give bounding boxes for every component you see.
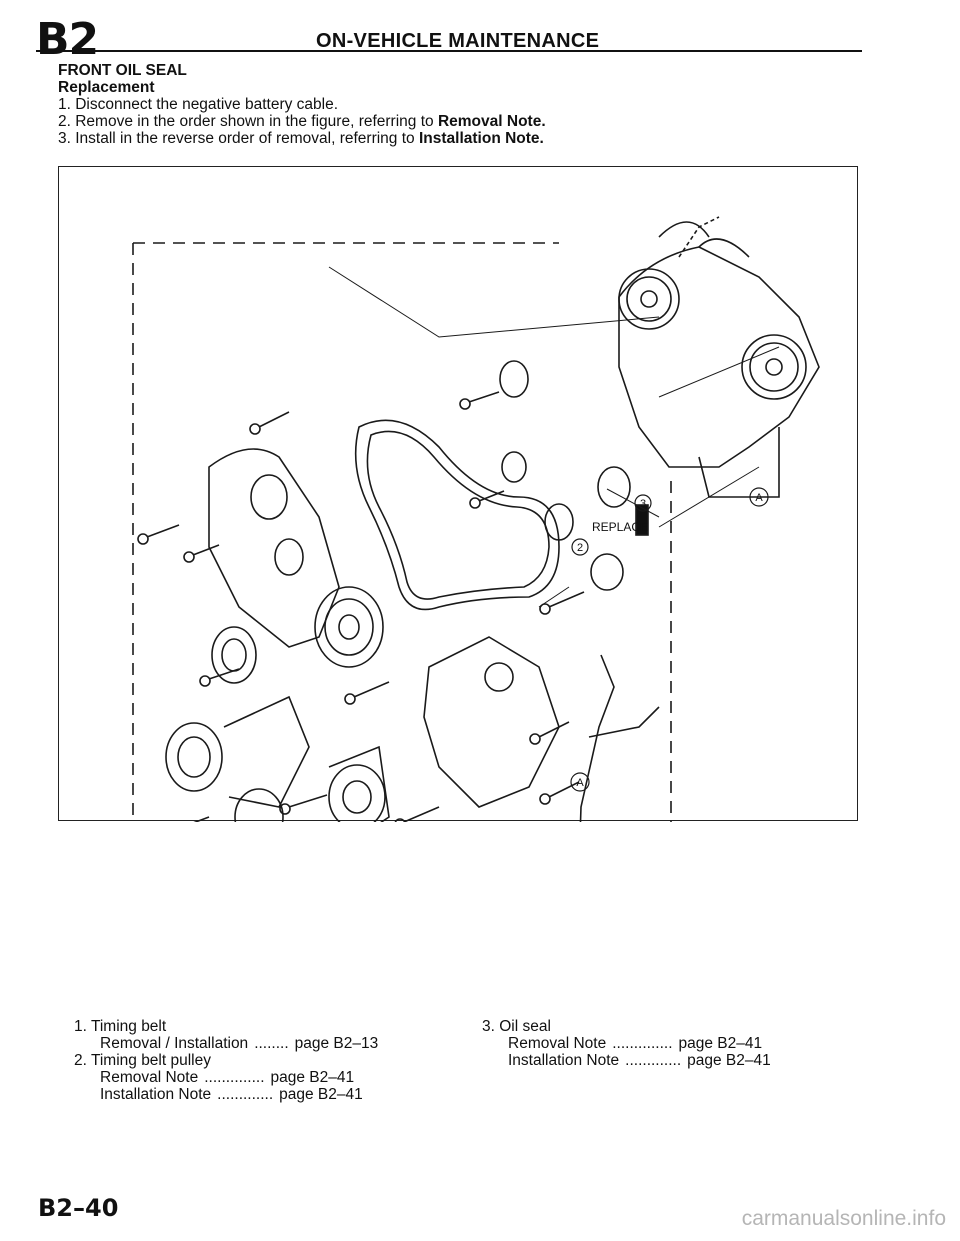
legend-right: 3. Oil seal Removal Note.............. pa… (482, 1018, 771, 1069)
callout-2: 2 (571, 538, 589, 556)
callout-a-upper: A (749, 487, 769, 507)
watermark: carmanualsonline.info (741, 1207, 946, 1230)
timing-belt-pulley (544, 466, 649, 591)
ref-name: Removal Note (508, 1035, 607, 1052)
step-1: 1. Disconnect the negative battery cable… (58, 96, 339, 113)
section-heading: FRONT OIL SEAL (58, 62, 187, 79)
legend-item-2: 2. Timing belt pulley (74, 1052, 211, 1069)
exploded-view-figure: 1 2 3 A A REPLACE (58, 166, 858, 822)
callout-a-lower-label: A (576, 777, 584, 789)
upper-idler (499, 360, 529, 483)
ref-name: Removal Note (100, 1069, 199, 1086)
bolts (137, 391, 585, 822)
step-3: 3. Install in the reverse order of remov… (58, 130, 546, 147)
leader-lines (328, 266, 780, 528)
ref-dots: ............. (625, 1052, 682, 1069)
engine-block (618, 216, 820, 498)
ref-dots: .............. (204, 1069, 265, 1086)
legend-item-1-ref: Removal / Installation........ page B2–13 (74, 1035, 378, 1052)
lower-timing-cover (423, 636, 560, 808)
intro-block: FRONT OIL SEAL Replacement 1. Disconnect… (58, 62, 546, 147)
page-title: ON-VEHICLE MAINTENANCE (316, 30, 600, 52)
legend-item-2-ref-1: Removal Note.............. page B2–41 (74, 1069, 378, 1086)
removal-note-ref: Removal Note. (437, 113, 546, 130)
legend-item-3: 3. Oil seal (482, 1018, 551, 1035)
crankshaft-pulley (314, 586, 384, 668)
ref-page: page B2–13 (294, 1035, 379, 1052)
ref-page: page B2–41 (687, 1052, 771, 1069)
ref-page: page B2–41 (270, 1069, 355, 1086)
header-rule (36, 50, 862, 52)
legend-item-3-ref-2: Installation Note............. page B2–41 (482, 1052, 771, 1069)
legend-item-3-ref-1: Removal Note.............. page B2–41 (482, 1035, 771, 1052)
procedure-heading: Replacement (58, 79, 155, 96)
callout-a-lower: A (570, 772, 590, 792)
ref-dots: ........ (254, 1035, 289, 1052)
tensioner-pulley (328, 745, 390, 822)
ref-page: page B2–41 (678, 1035, 763, 1052)
callout-2-label: 2 (577, 542, 583, 554)
callout-3-label: 3 (640, 498, 646, 510)
ref-name: Installation Note (508, 1052, 620, 1069)
section-code: B2 (36, 14, 99, 65)
pump-pulley (211, 626, 257, 684)
page-number: B2–40 (38, 1194, 119, 1222)
callout-3: 3 (634, 494, 652, 512)
power-steering-pump (165, 695, 310, 822)
step-2-text: 2. Remove in the order shown in the figu… (58, 113, 438, 130)
ref-name: Removal / Installation (100, 1035, 249, 1052)
exploded-view-drawing: 1 2 3 A A REPLACE (132, 216, 820, 822)
callout-a-upper-label: A (755, 492, 763, 504)
legend-item-2-ref-2: Installation Note............. page B2–41 (74, 1086, 378, 1103)
step-2: 2. Remove in the order shown in the figu… (58, 113, 546, 130)
legend-item-1: 1. Timing belt (74, 1018, 167, 1035)
replace-label: REPLACE (592, 520, 648, 534)
legend-left: 1. Timing belt Removal / Installation...… (74, 1018, 378, 1103)
ref-dots: ............. (217, 1086, 274, 1103)
dipstick (579, 654, 660, 822)
upper-timing-cover (208, 448, 340, 648)
ref-dots: .............. (612, 1035, 673, 1052)
ref-page: page B2–41 (279, 1086, 363, 1103)
step-3-text: 3. Install in the reverse order of remov… (58, 130, 419, 147)
timing-belt (354, 419, 560, 611)
removal-group-frame (132, 242, 672, 822)
ref-name: Installation Note (100, 1086, 212, 1103)
installation-note-ref: Installation Note. (418, 130, 544, 147)
